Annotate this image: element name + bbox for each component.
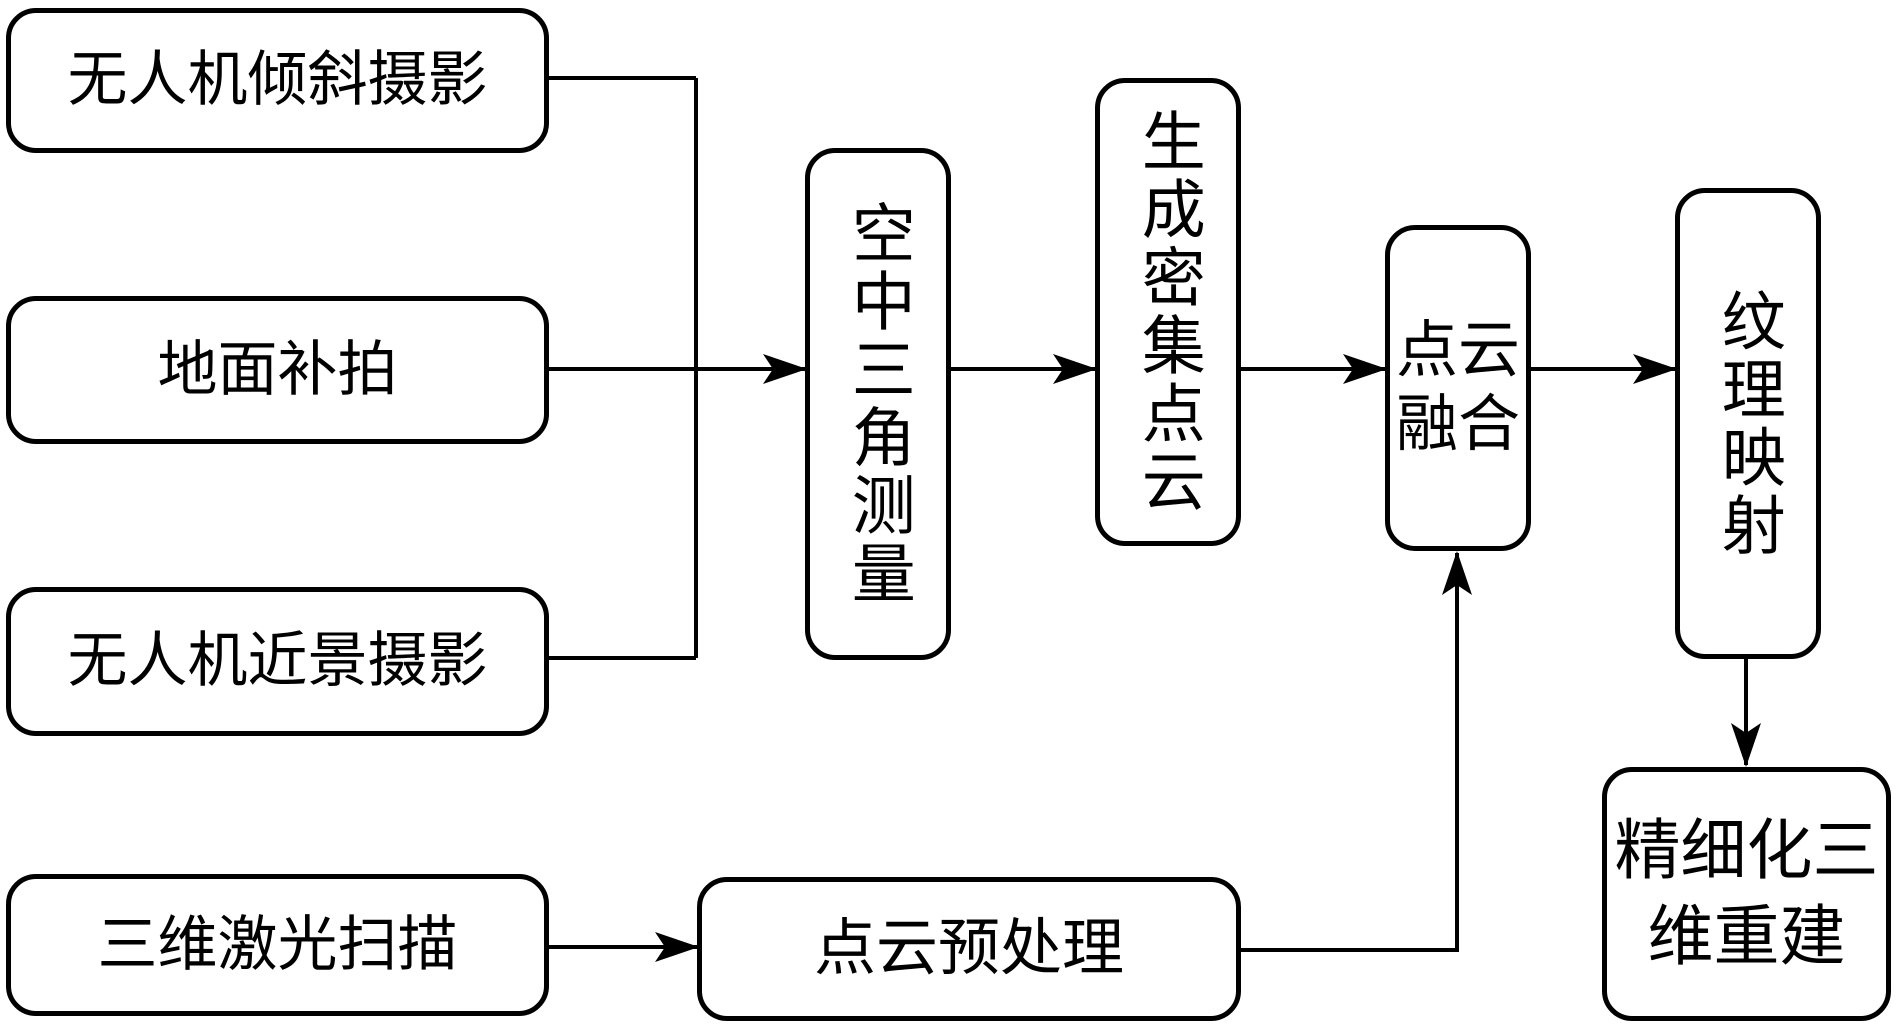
node-ground-supplementary-shooting: 地面补拍 <box>6 296 549 444</box>
node-texture-mapping: 纹理映射 <box>1675 188 1821 659</box>
edge-preprocess-to-fusion-elbow <box>1240 551 1472 952</box>
node-point-cloud-fusion: 点云融合 <box>1385 225 1531 551</box>
node-generate-dense-point-cloud: 生成密集点云 <box>1095 78 1241 546</box>
node-aerial-triangulation: 空中三角测量 <box>805 148 951 660</box>
node-3d-laser-scanning: 三维激光扫描 <box>6 874 549 1016</box>
node-uav-oblique-photography: 无人机倾斜摄影 <box>6 8 549 153</box>
node-refined-3d-reconstruction: 精细化三维重建 <box>1602 767 1891 1021</box>
node-uav-close-range-photography: 无人机近景摄影 <box>6 587 549 736</box>
node-point-cloud-preprocessing: 点云预处理 <box>697 877 1241 1021</box>
